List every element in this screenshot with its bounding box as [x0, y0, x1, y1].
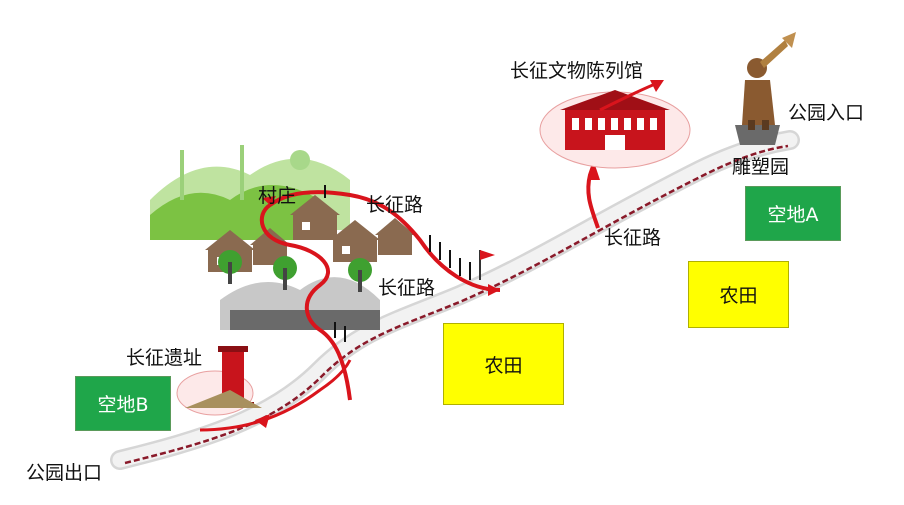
trees [218, 250, 372, 292]
long-march-route [259, 190, 501, 401]
marchers-icon [324, 185, 471, 342]
area-space-a: 空地A [745, 186, 841, 241]
label-road-lower: 长征路 [378, 277, 436, 299]
label-site: 长征遗址 [126, 347, 203, 369]
area-farmland-right: 农田 [688, 261, 789, 328]
label-museum: 长征文物陈列馆 [510, 60, 644, 82]
route-arrow [255, 414, 270, 428]
route-arrow [262, 196, 276, 205]
flag-icon [479, 250, 495, 280]
label-road-right: 长征路 [604, 227, 662, 249]
label-park-exit: 公园出口 [26, 462, 103, 484]
exit-route [199, 359, 352, 432]
route-arrow [590, 165, 600, 180]
route-arrow [488, 284, 500, 296]
label-village: 村庄 [258, 185, 297, 207]
label-road-upper: 长征路 [366, 194, 424, 216]
sculpture-icon [735, 32, 796, 145]
road-dash-line [124, 144, 789, 465]
monument-icon [185, 346, 262, 408]
main-road-surface [112, 132, 798, 468]
area-farmland-center: 农田 [443, 323, 564, 405]
label-sculpture-garden: 雕塑园 [732, 156, 790, 178]
area-space-b: 空地B [75, 376, 171, 431]
label-park-entrance: 公园入口 [788, 102, 865, 124]
museum-building-icon [560, 90, 670, 150]
